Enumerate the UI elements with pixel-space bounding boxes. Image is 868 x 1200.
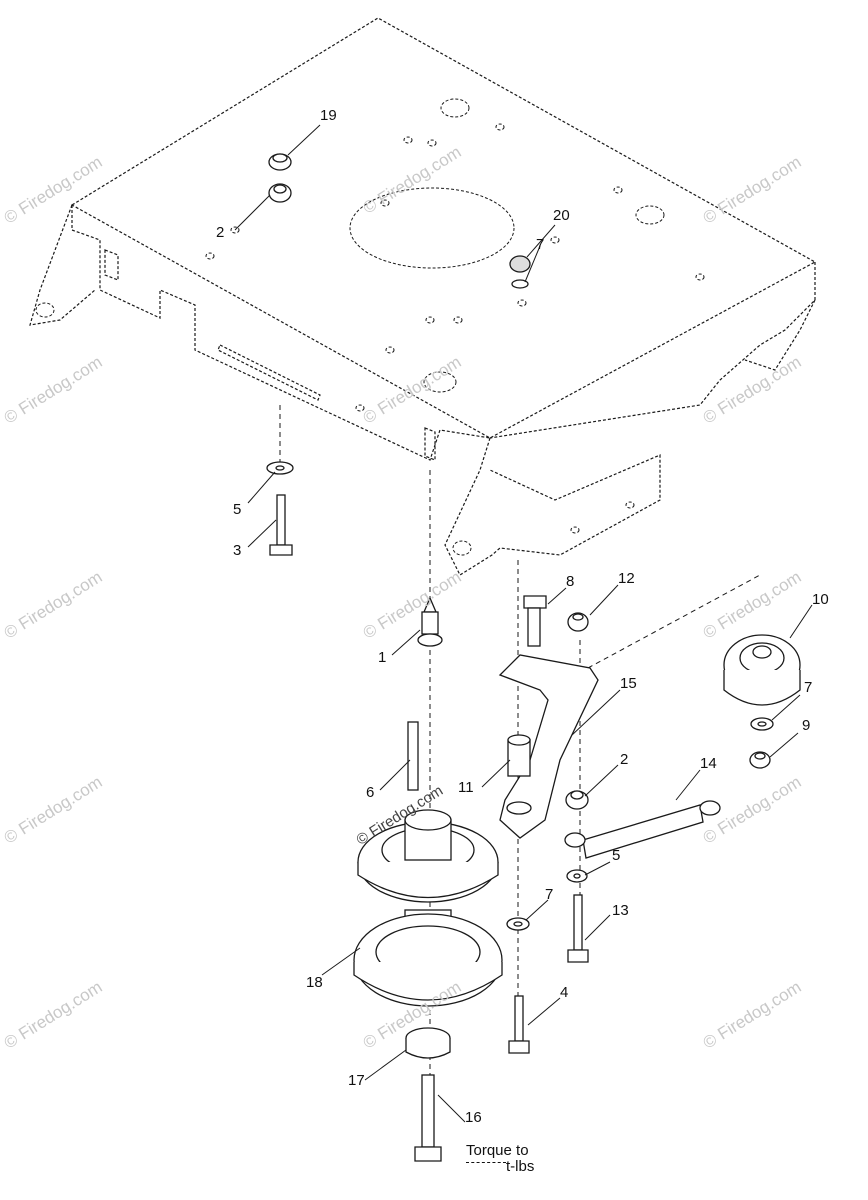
torque-value-blank [466,1162,506,1163]
callout-2: 2 [620,751,629,768]
callout-3: 3 [233,542,242,559]
hardware [266,153,801,1162]
callout-13: 13 [612,902,629,919]
callout-9: 9 [802,717,811,734]
leader-lines [234,124,813,1123]
callout-12: 12 [618,570,635,587]
torque-note-line1: Torque to [466,1142,529,1159]
callout-14: 14 [700,755,717,772]
callout-15: 15 [620,675,637,692]
callout-17: 17 [348,1072,365,1089]
callout-7: 7 [545,886,554,903]
callout-16: 16 [465,1109,482,1126]
callout-5: 5 [612,847,621,864]
callout-10: 10 [812,591,829,608]
callout-7: 7 [536,236,545,253]
callout-20: 20 [553,207,570,224]
callout-11: 11 [458,779,474,796]
deck-frame [29,17,817,576]
callout-6: 6 [366,784,375,801]
callout-1: 1 [378,649,387,666]
callout-7: 7 [804,679,813,696]
callout-18: 18 [306,974,323,991]
callout-4: 4 [560,984,569,1001]
callout-8: 8 [566,573,575,590]
callout-2: 2 [216,224,225,241]
callout-5: 5 [233,501,242,518]
torque-note-line2: t-lbs [506,1158,535,1175]
callout-19: 19 [320,107,337,124]
frame-holes [35,98,705,556]
